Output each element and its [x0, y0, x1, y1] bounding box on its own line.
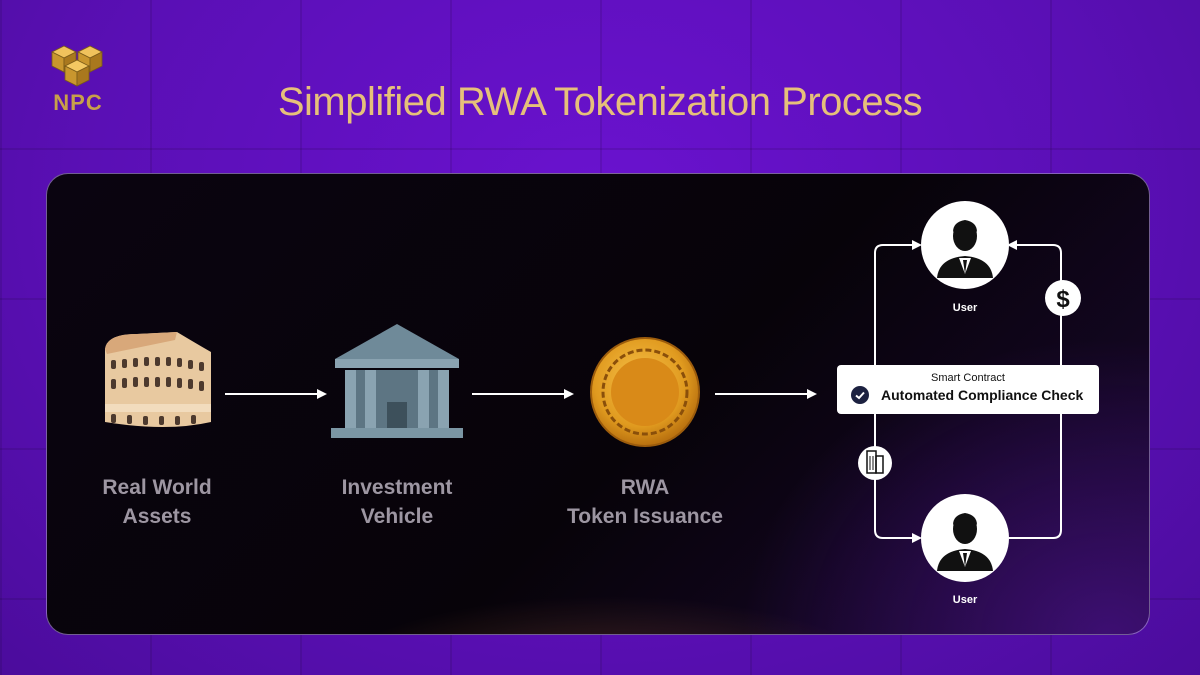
cubes-logo-icon — [51, 45, 103, 87]
user-avatar-bottom — [921, 494, 1009, 582]
user-label-bottom: User — [952, 594, 978, 606]
step-label-investment-vehicle: Investment Vehicle — [341, 476, 453, 528]
process-diagram: $ — [105, 201, 1081, 582]
bank-building-icon — [331, 324, 463, 438]
compliance-check-label: Automated Compliance Check — [881, 387, 1084, 403]
user-label-top: User — [952, 302, 978, 314]
smart-contract-subtitle: Smart Contract — [931, 372, 1005, 384]
businessman-icon — [937, 513, 993, 571]
diagram-panel: $ — [46, 173, 1150, 635]
gold-coin-icon — [590, 337, 700, 447]
brand-logo: NPC — [38, 44, 118, 116]
user-avatar-top — [921, 201, 1009, 289]
smart-contract-box: Smart Contract Automated Compliance Chec… — [837, 365, 1099, 414]
businessman-icon — [937, 220, 993, 278]
step-label-real-world-assets: Real World Assets — [102, 476, 212, 528]
svg-text:$: $ — [1056, 286, 1070, 313]
colosseum-icon — [105, 332, 211, 427]
dollar-icon: $ — [1045, 280, 1081, 316]
transaction-loop — [874, 240, 1062, 543]
step-label-token-issuance: RWA Token Issuance — [566, 476, 723, 528]
page-title: Simplified RWA Tokenization Process — [277, 80, 923, 124]
check-circle-icon — [851, 386, 869, 404]
brand-name: NPC — [53, 90, 103, 115]
building-icon — [858, 446, 892, 480]
